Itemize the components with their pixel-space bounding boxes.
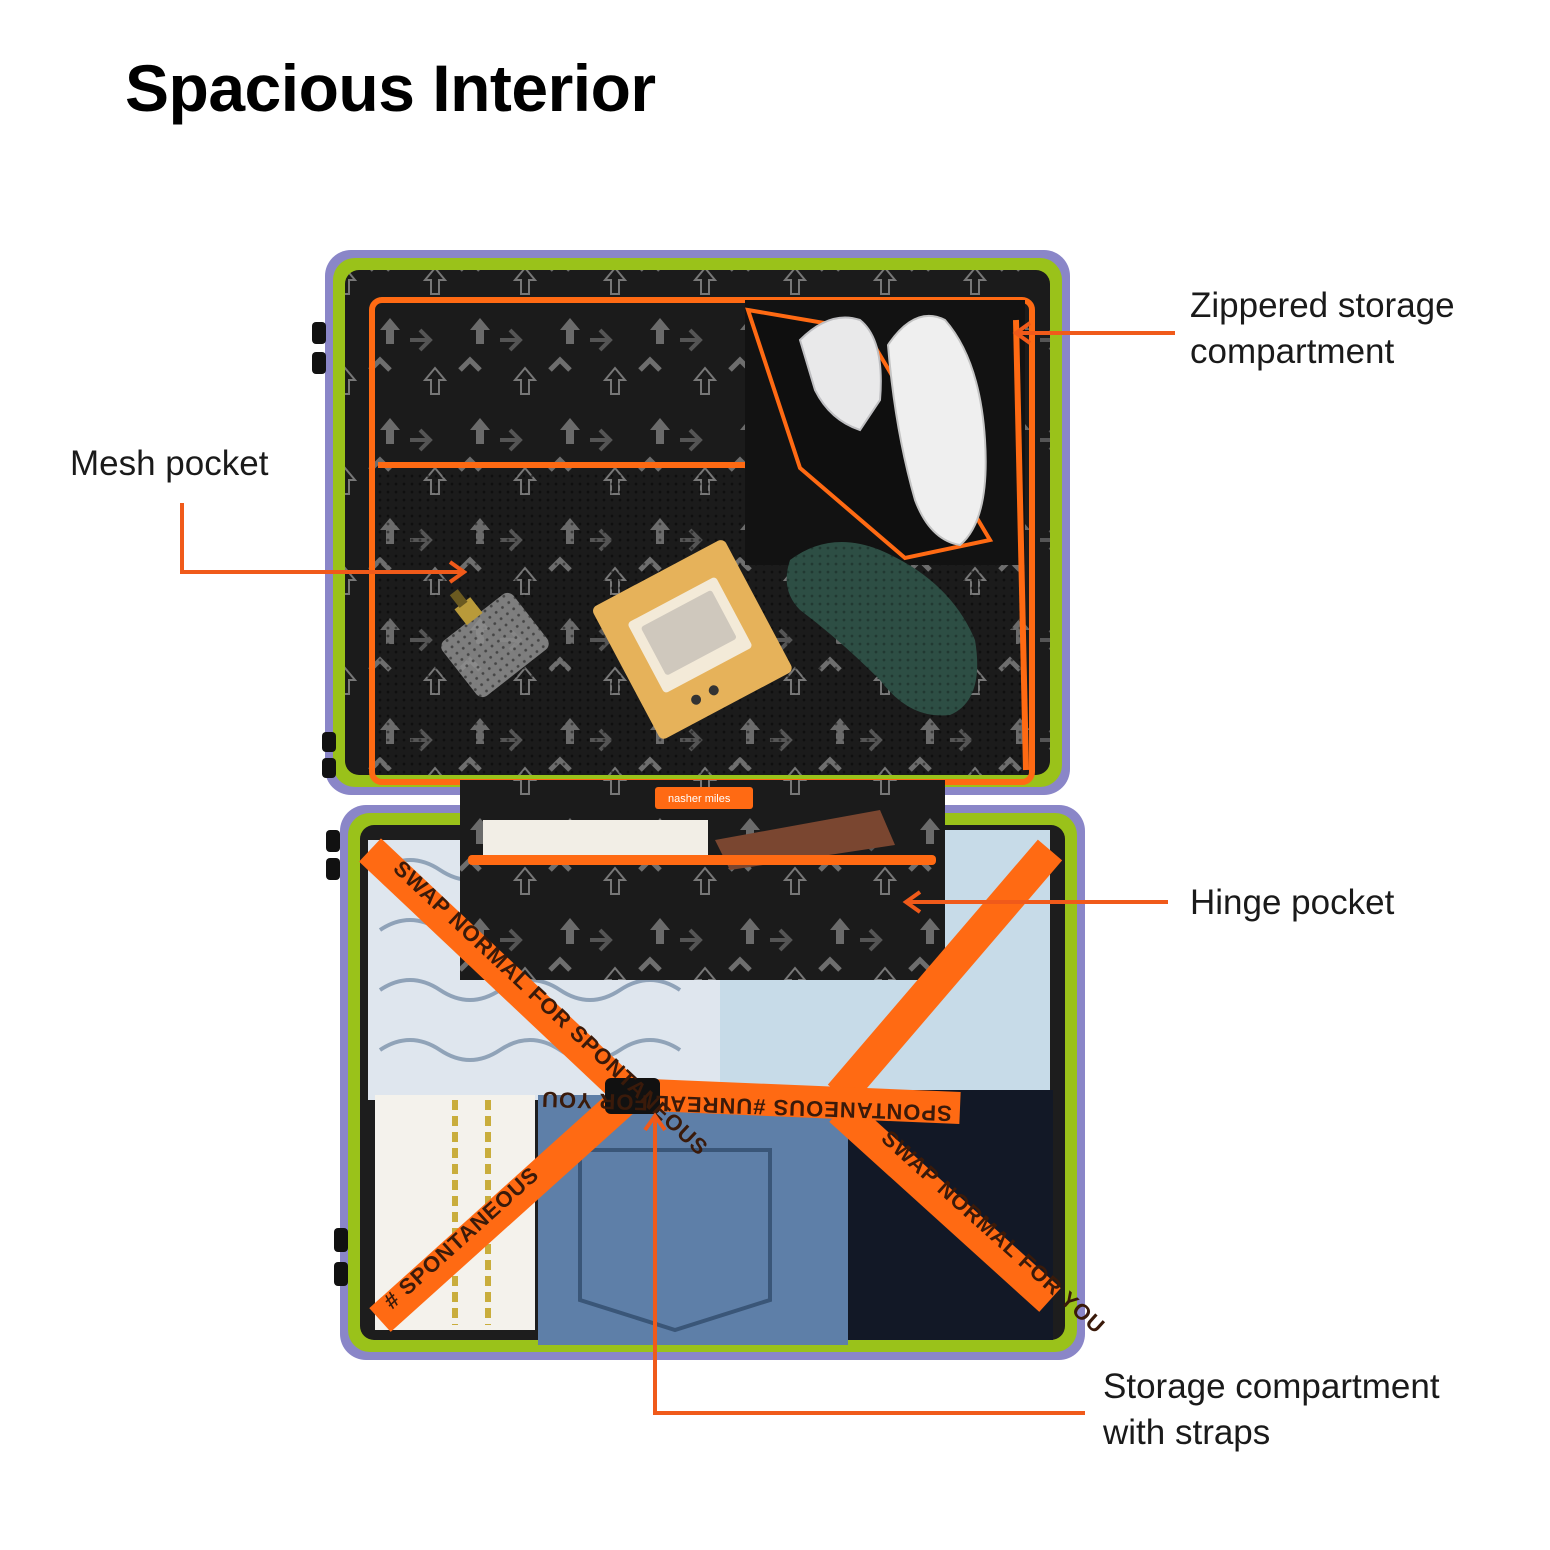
wipes-pack xyxy=(593,540,792,739)
side-zipper-right xyxy=(1013,319,1029,771)
sneakers xyxy=(798,315,987,547)
strap-diagonal-right-lower xyxy=(829,1098,1061,1312)
wheel-top-1 xyxy=(312,322,326,344)
callout-arrow-zippered xyxy=(1012,321,1032,345)
callout-arrow-straps xyxy=(643,1112,667,1132)
wheel-bottom-2 xyxy=(326,858,340,880)
callout-storage-straps: Storage compartment with straps xyxy=(1103,1364,1440,1456)
callout-mesh-line-1: Mesh pocket xyxy=(70,444,269,483)
callout-zippered-line-2: compartment xyxy=(1190,332,1395,371)
wheel-top-2 xyxy=(312,352,326,374)
callout-zippered-storage: Zippered storage compartment xyxy=(1190,283,1455,375)
strap-diagonal-left-lower xyxy=(369,1083,641,1332)
lower-body: nasher miles SWAP NORMAL FOR SPONTANEOUS… xyxy=(326,780,1110,1360)
wheel-bottom-4 xyxy=(334,1262,348,1286)
callout-lines xyxy=(180,321,1175,1415)
callout-arrow-mesh xyxy=(448,560,468,584)
callout-hinge-line-1: Hinge pocket xyxy=(1190,883,1395,922)
callout-straps-line-1: Storage compartment xyxy=(1103,1367,1440,1406)
wheel-bottom-3 xyxy=(334,1228,348,1252)
wheel-top-3 xyxy=(322,732,336,752)
callout-line-straps xyxy=(653,1117,1085,1415)
strap-buckle xyxy=(605,1078,660,1114)
hinge-pocket-zipper xyxy=(468,855,936,865)
callout-line-mesh xyxy=(180,503,462,574)
callout-straps-line-2: with straps xyxy=(1103,1413,1271,1452)
perfume-bottle xyxy=(441,589,549,698)
callout-zippered-line-1: Zippered storage xyxy=(1190,286,1455,325)
brand-tag-text: nasher miles xyxy=(668,793,731,805)
wheel-top-4 xyxy=(322,758,336,778)
callout-mesh-pocket: Mesh pocket xyxy=(70,441,268,487)
callout-arrow-hinge xyxy=(902,890,922,914)
sneaker-right xyxy=(886,315,987,547)
callout-hinge-pocket: Hinge pocket xyxy=(1190,880,1394,926)
upper-lid xyxy=(312,250,1070,795)
wheel-bottom-1 xyxy=(326,830,340,852)
strap-diagonal-right-upper xyxy=(827,839,1063,1106)
sneaker-left xyxy=(798,316,882,432)
strap-diagonal-left-upper xyxy=(359,838,641,1107)
strap-horizontal xyxy=(649,1079,961,1124)
brand-tag xyxy=(655,787,753,809)
hinge-pocket-panel: nasher miles xyxy=(460,780,945,980)
page-title: Spacious Interior xyxy=(125,51,656,125)
